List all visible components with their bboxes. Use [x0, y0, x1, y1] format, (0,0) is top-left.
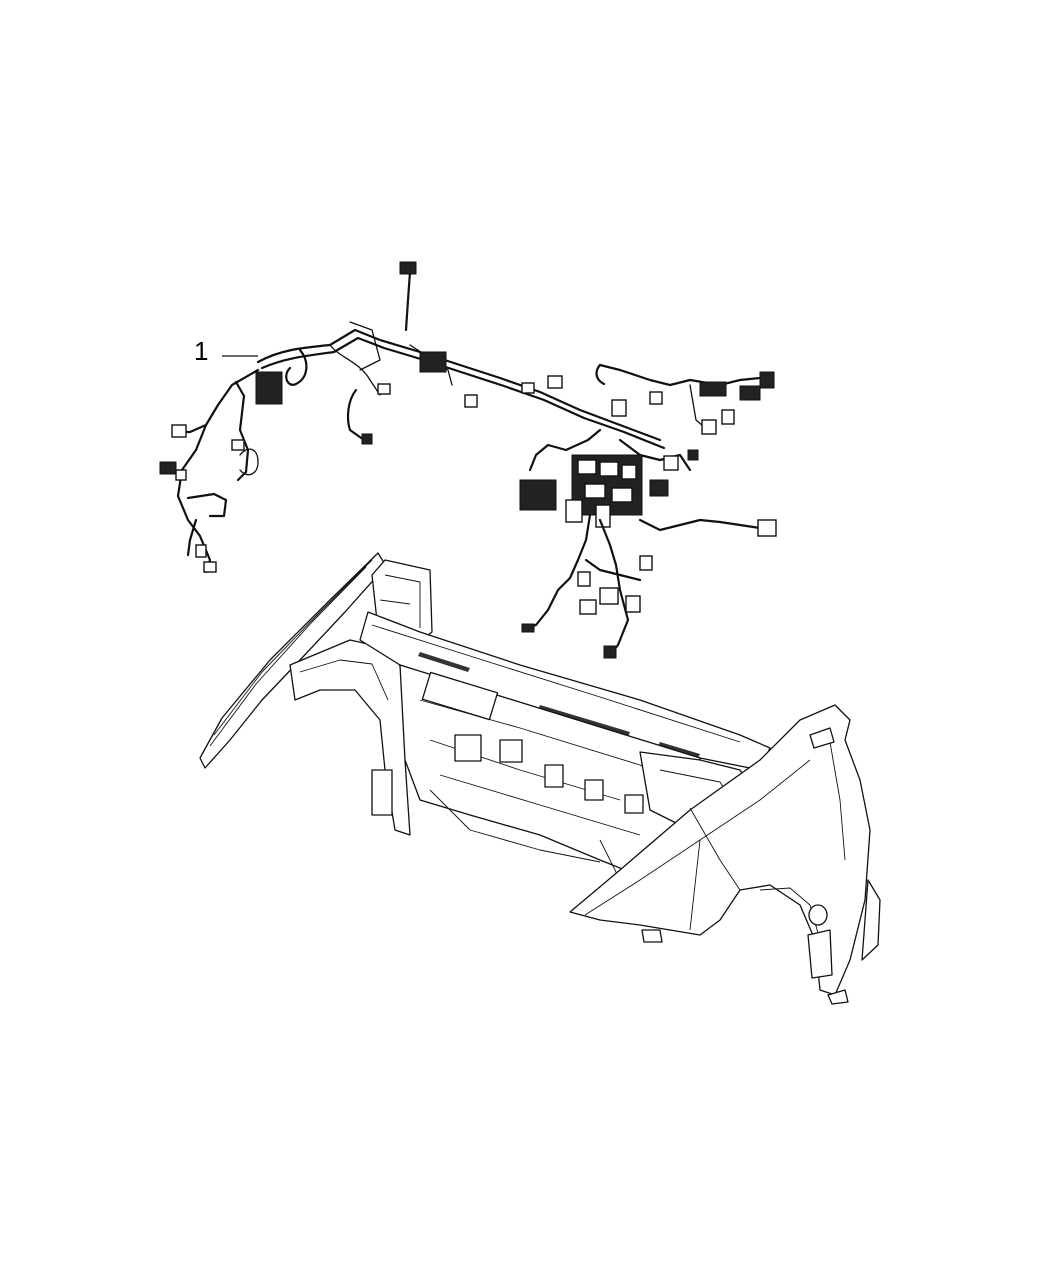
callout-label-1: 1	[194, 336, 209, 366]
front-body-structure	[199, 552, 881, 1005]
instrument-panel-wiring-harness	[159, 261, 777, 659]
